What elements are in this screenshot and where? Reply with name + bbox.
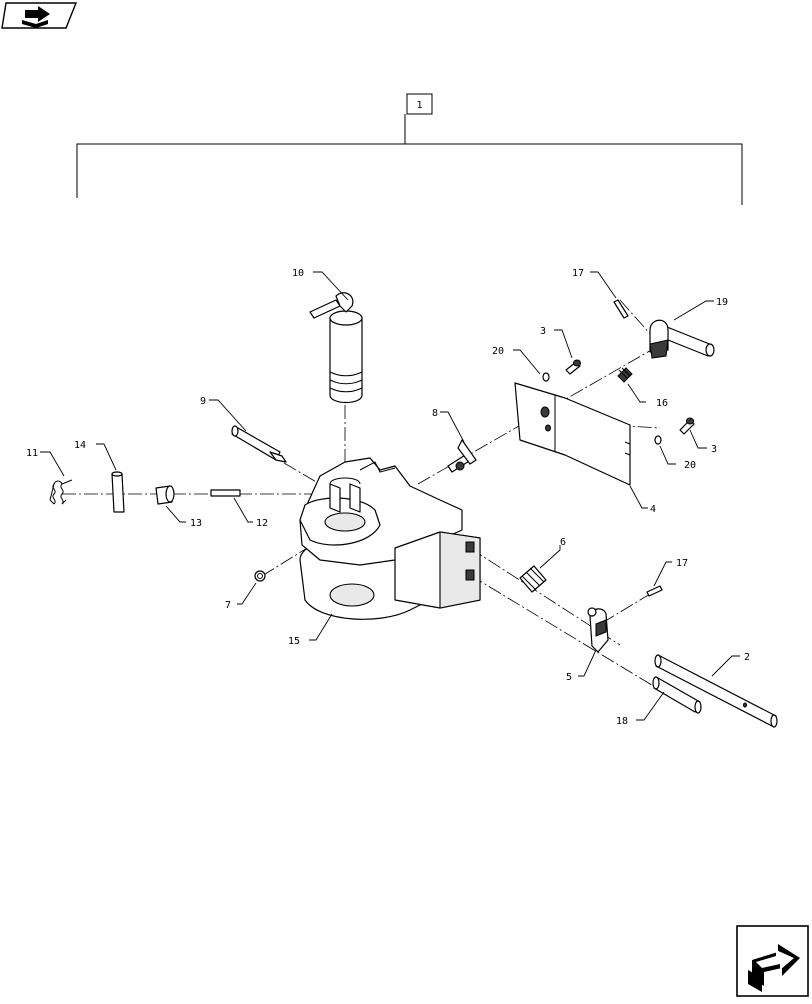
part-10-handle-pin[interactable] — [309, 292, 363, 404]
part-11-spring[interactable] — [49, 479, 73, 505]
callout-18: 18 — [616, 716, 628, 727]
part-12-roll-pin[interactable] — [210, 489, 241, 497]
callout-19: 19 — [716, 297, 728, 308]
callout-10: 10 — [292, 268, 304, 279]
callout-2: 2 — [744, 652, 750, 663]
callout-11: 11 — [26, 448, 38, 459]
callout-17-lower: 17 — [676, 558, 688, 569]
part-8-latch[interactable] — [447, 439, 477, 473]
part-20-washer-upper[interactable] — [542, 372, 550, 382]
part-3-screw-lower[interactable] — [679, 417, 695, 435]
part-16-spring[interactable] — [617, 367, 633, 383]
next-page-arrow-icon[interactable] — [736, 925, 809, 997]
part-7-o-ring[interactable] — [254, 570, 266, 582]
part-4-plate[interactable] — [514, 382, 631, 486]
leader-lines — [40, 271, 740, 721]
callout-13: 13 — [190, 518, 202, 529]
part-18-pin[interactable] — [652, 676, 702, 714]
callout-9: 9 — [200, 396, 206, 407]
part-15-housing[interactable] — [299, 457, 481, 620]
callout-17-upper: 17 — [572, 268, 584, 279]
callout-20-upper: 20 — [492, 346, 504, 357]
callout-15: 15 — [288, 636, 300, 647]
book-arrow-icon[interactable] — [1, 2, 78, 29]
callout-8: 8 — [432, 408, 438, 419]
part-9-pin[interactable] — [231, 425, 287, 463]
callout-14: 14 — [74, 440, 86, 451]
part-19-handle[interactable] — [649, 319, 715, 359]
assembly-bracket: 1 — [76, 93, 743, 205]
callout-7: 7 — [225, 600, 231, 611]
part-2-long-pin[interactable] — [654, 654, 778, 728]
part-20-washer-lower[interactable] — [654, 435, 662, 445]
callout-16: 16 — [656, 398, 668, 409]
callout-labels: 2 3 3 4 5 6 7 8 9 10 11 12 13 14 15 16 1… — [26, 268, 750, 727]
callout-3-upper: 3 — [540, 326, 546, 337]
part-3-screw-upper[interactable] — [565, 359, 581, 375]
part-17-roll-pin-upper[interactable] — [613, 299, 629, 319]
part-17-roll-pin-lower[interactable] — [646, 585, 663, 597]
part-14-washer[interactable] — [111, 471, 125, 513]
callout-3-lower: 3 — [711, 444, 717, 455]
callout-12: 12 — [256, 518, 268, 529]
part-5-latch-cam[interactable] — [587, 607, 609, 653]
callout-5: 5 — [566, 672, 572, 683]
part-6-spring[interactable] — [519, 565, 547, 593]
callout-20-lower: 20 — [684, 460, 696, 471]
callout-4: 4 — [650, 504, 656, 515]
assembly-ref-label: 1 — [416, 100, 422, 111]
callout-6: 6 — [560, 537, 566, 548]
part-13-bushing[interactable] — [155, 485, 175, 505]
